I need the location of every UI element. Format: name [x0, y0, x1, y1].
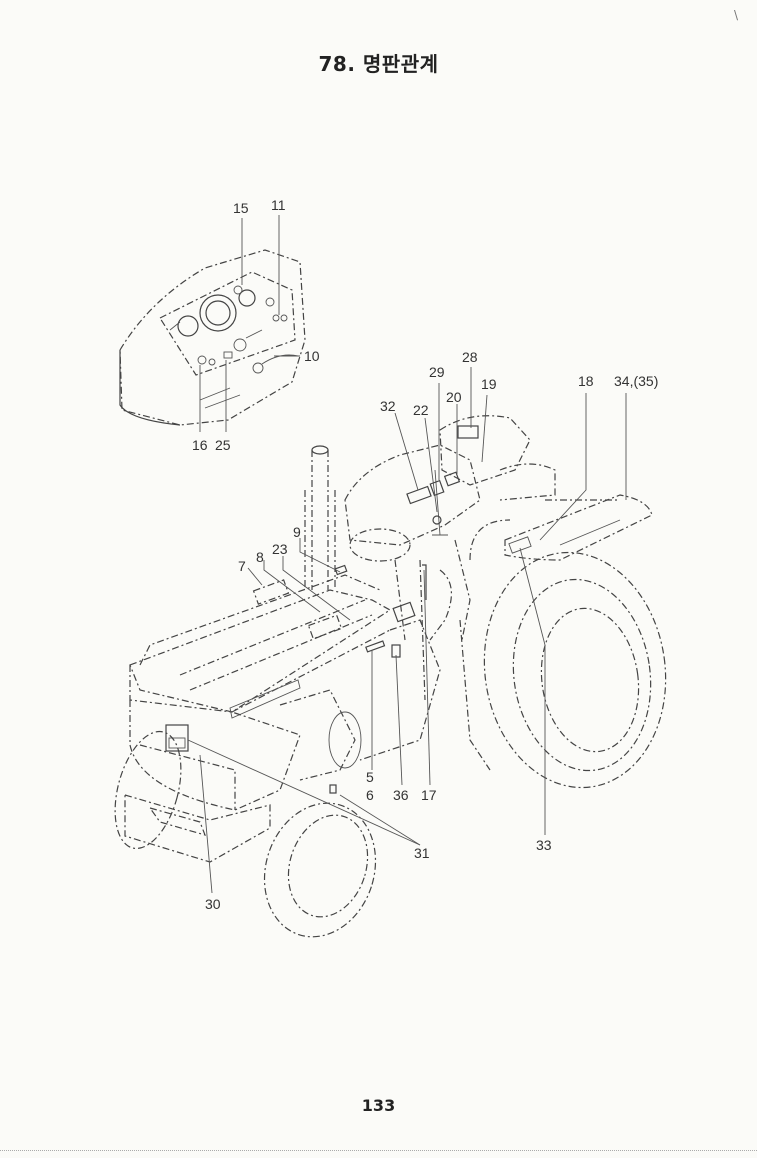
tractor-illustration — [114, 415, 667, 938]
callout-25: 25 — [215, 437, 231, 453]
callout-30: 30 — [205, 896, 221, 912]
callout-32: 32 — [380, 398, 396, 414]
callout-15: 15 — [233, 200, 249, 216]
callout-16: 16 — [192, 437, 208, 453]
callout-11: 11 — [271, 197, 286, 213]
callout-18: 18 — [578, 373, 594, 389]
callout-9: 9 — [293, 524, 301, 540]
callout-6: 6 — [366, 787, 374, 803]
callout-17: 17 — [421, 787, 437, 803]
callout-10: 10 — [304, 348, 320, 364]
corner-scan-mark: \ — [734, 8, 739, 22]
callout-5: 5 — [366, 769, 374, 785]
leader-lines — [187, 215, 627, 894]
callout-31: 31 — [414, 845, 430, 861]
bottom-edge-rule — [0, 1150, 757, 1151]
callout-34-35: 34,(35) — [614, 373, 658, 389]
callout-22: 22 — [413, 402, 429, 418]
page-title: 78. 명판관계 — [318, 52, 439, 76]
callout-8: 8 — [256, 549, 264, 565]
callout-28: 28 — [462, 349, 478, 365]
callout-29: 29 — [429, 364, 445, 380]
page-number: 133 — [361, 1096, 396, 1115]
instrument-panel-illustration — [119, 249, 306, 426]
callout-36: 36 — [393, 787, 409, 803]
callout-labels: 15 11 10 16 25 28 29 20 19 32 22 18 34,(… — [192, 197, 658, 912]
callout-20: 20 — [446, 389, 462, 405]
callout-33: 33 — [536, 837, 552, 853]
callout-23: 23 — [272, 541, 288, 557]
callout-19: 19 — [481, 376, 497, 392]
callout-7: 7 — [238, 558, 246, 574]
